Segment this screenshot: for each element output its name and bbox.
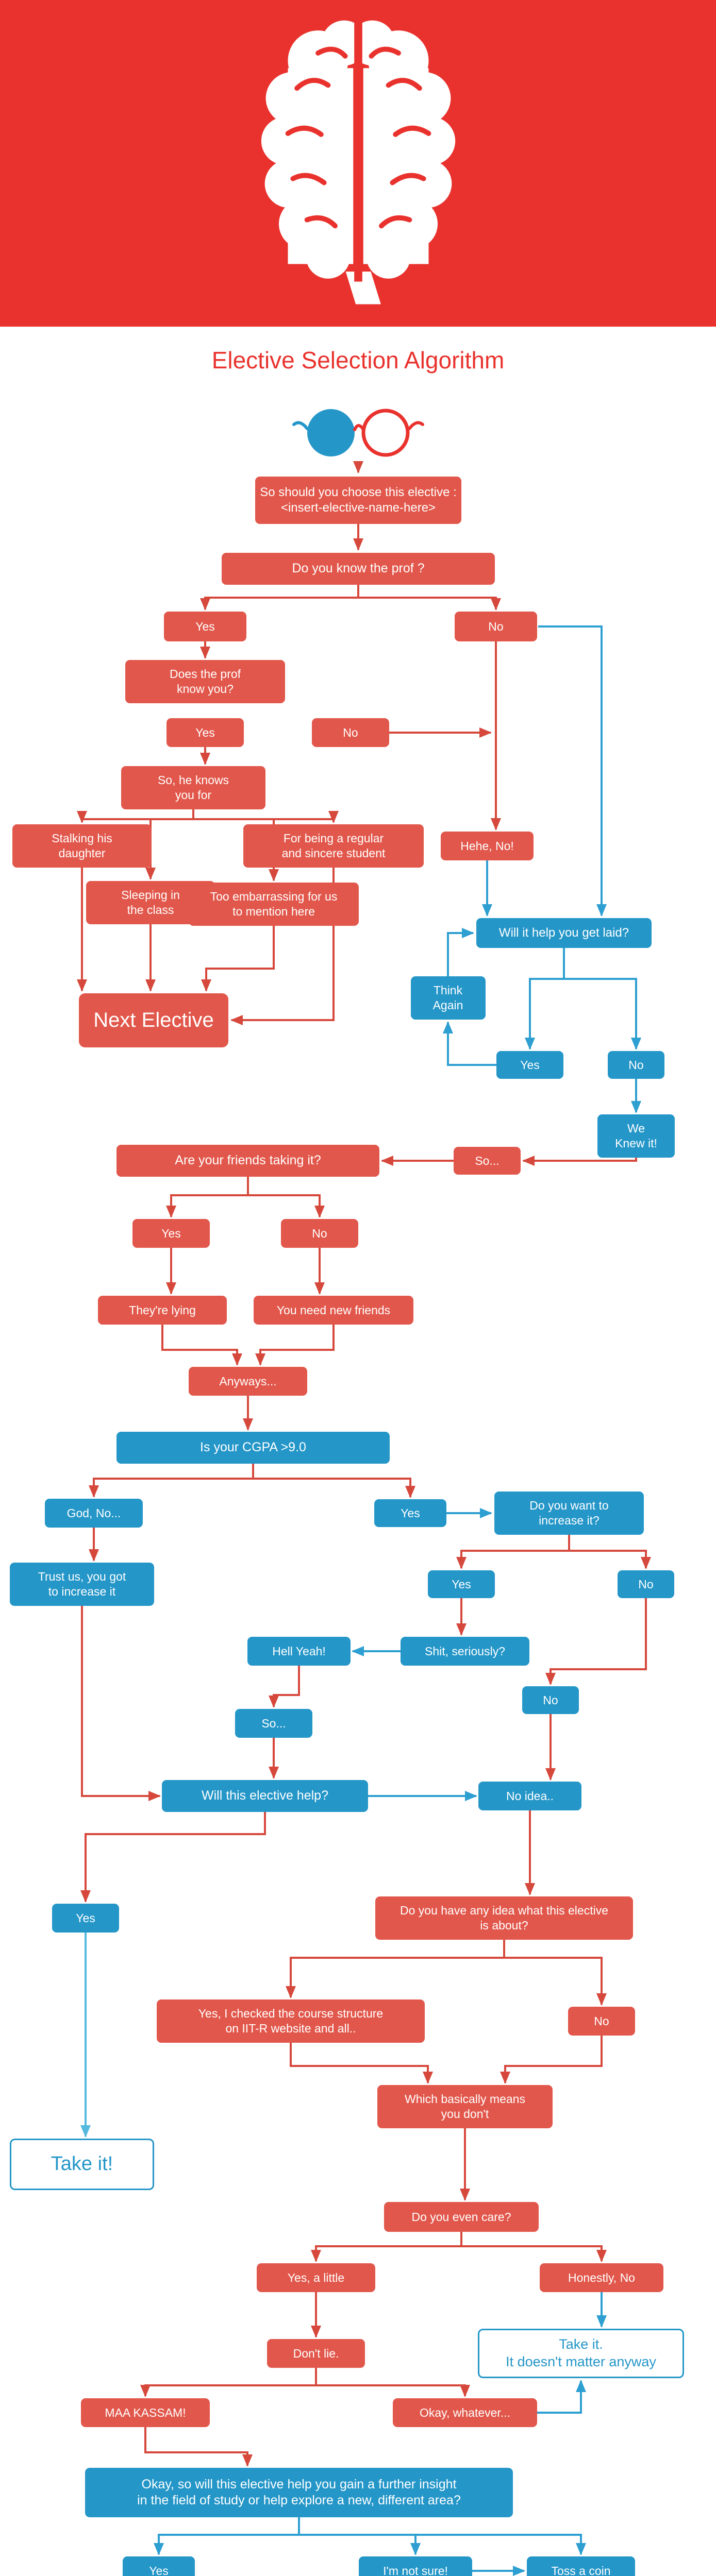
node-regular-student: For being a regular and sincere student [243, 824, 424, 868]
node-knows-you-for: So, he knows you for [121, 766, 265, 809]
node-no-2: No [312, 718, 389, 747]
node-toss-coin: Toss a coin [527, 2556, 635, 2576]
edge [537, 2380, 586, 2414]
edge [269, 1666, 300, 1708]
node-hehe-no: Hehe, No! [441, 832, 534, 860]
node-no-3: No [608, 1051, 664, 1079]
edge [311, 2232, 462, 2262]
node-yes-3: Yes [496, 1051, 563, 1079]
node-no-1: No [455, 612, 537, 641]
node-anyways: Anyways... [189, 1367, 307, 1396]
edge [315, 2368, 470, 2397]
node-any-idea: Do you have any idea what this elective … [375, 1896, 633, 1940]
node-god-no: God, No... [45, 1499, 143, 1528]
node-yes-8: Yes [52, 1904, 119, 1933]
node-friends-taking: Are your friends taking it? [116, 1145, 379, 1177]
edge [503, 1940, 607, 2006]
node-okay-whatever: Okay, whatever... [393, 2398, 537, 2427]
node-trust-us: Trust us, you got to increase it [10, 1563, 154, 1606]
node-hell-yeah: Hell Yeah! [247, 1637, 351, 1666]
edge [144, 2427, 253, 2467]
brain-icon [261, 20, 456, 304]
edge [290, 2043, 433, 2084]
edge [161, 1325, 242, 1366]
node-know-prof: Do you know the prof ? [222, 553, 495, 585]
edge [200, 585, 359, 611]
node-so-1: So... [454, 1147, 521, 1175]
node-next-elective-1: Next Elective [79, 993, 228, 1047]
node-increase-it: Do you want to increase it? [494, 1492, 644, 1535]
node-no-6: No [618, 1570, 674, 1598]
node-will-help: Will this elective help? [162, 1780, 368, 1812]
edge [460, 2232, 607, 2262]
edge [252, 1464, 415, 1498]
node-yes-6: Yes [428, 1570, 495, 1598]
edge [443, 1021, 496, 1066]
node-cgpa: Is your CGPA >9.0 [116, 1432, 390, 1464]
node-we-knew-it: We Knew it! [597, 1114, 675, 1158]
node-prof-know-you: Does the prof know you? [125, 660, 285, 703]
edge [81, 1606, 161, 1801]
node-dont-lie: Don't lie. [267, 2339, 365, 2368]
edge [538, 625, 607, 917]
node-theyre-lying: They're lying [98, 1296, 227, 1325]
node-maa-kassam: MAA KASSAM! [81, 2398, 210, 2427]
edge [286, 1940, 505, 1998]
edge [247, 1177, 325, 1218]
edge [500, 2036, 603, 2084]
edge [255, 1325, 335, 1366]
node-shit-seriously: Shit, seriously? [401, 1637, 529, 1666]
edge [80, 1812, 266, 1903]
edge [447, 928, 474, 976]
node-no-8: No [568, 2007, 635, 2036]
edge [545, 1598, 647, 1685]
node-no-idea: No idea.. [478, 1782, 581, 1810]
edge [525, 948, 565, 1050]
edge [357, 585, 501, 611]
node-take-it-matter: Take it. It doesn't matter anyway [478, 2329, 684, 2378]
edge [201, 926, 275, 992]
node-checked: Yes, I checked the course structure on I… [157, 1999, 425, 2043]
edge [522, 1156, 637, 1166]
node-insight: Okay, so will this elective help you gai… [85, 2468, 513, 2517]
edge [89, 1464, 254, 1498]
edge [154, 2517, 300, 2555]
edge [563, 948, 641, 1050]
node-so-2: So... [235, 1709, 312, 1738]
edge [145, 809, 194, 880]
node-embarrassing: Too embarrassing for us to mention here [189, 883, 359, 926]
node-yes-little: Yes, a little [257, 2263, 375, 2292]
node-which-means: Which basically means you don't [377, 2085, 553, 2128]
node-not-sure: I'm not sure! [359, 2556, 472, 2576]
node-take-it-1: Take it! [10, 2139, 154, 2190]
edge [77, 809, 194, 823]
node-no-4: No [281, 1219, 358, 1248]
edge [456, 1535, 570, 1569]
node-stalking: Stalking his daughter [12, 824, 152, 868]
edge [166, 1177, 249, 1218]
edge [192, 809, 339, 823]
node-even-care: Do you even care? [384, 2202, 539, 2232]
node-intro: So should you choose this elective : <in… [255, 477, 461, 524]
edge [298, 2517, 421, 2555]
page-title: Elective Selection Algorithm [211, 347, 505, 374]
node-yes-9: Yes [123, 2556, 195, 2576]
glasses-icon [292, 409, 424, 457]
edge [568, 1535, 651, 1569]
node-yes-2: Yes [166, 718, 244, 747]
edge [140, 2368, 317, 2397]
node-yes-5: Yes [374, 1499, 446, 1527]
banner [0, 0, 716, 327]
edge [298, 2517, 586, 2555]
node-honestly-no: Honestly, No [540, 2263, 663, 2292]
node-new-friends: You need new friends [254, 1296, 413, 1325]
node-get-laid: Will it help you get laid? [476, 918, 652, 948]
node-think-again: Think Again [410, 976, 486, 1020]
node-yes-1: Yes [164, 612, 246, 641]
node-no-7: No [522, 1686, 579, 1714]
node-yes-4: Yes [132, 1219, 210, 1248]
